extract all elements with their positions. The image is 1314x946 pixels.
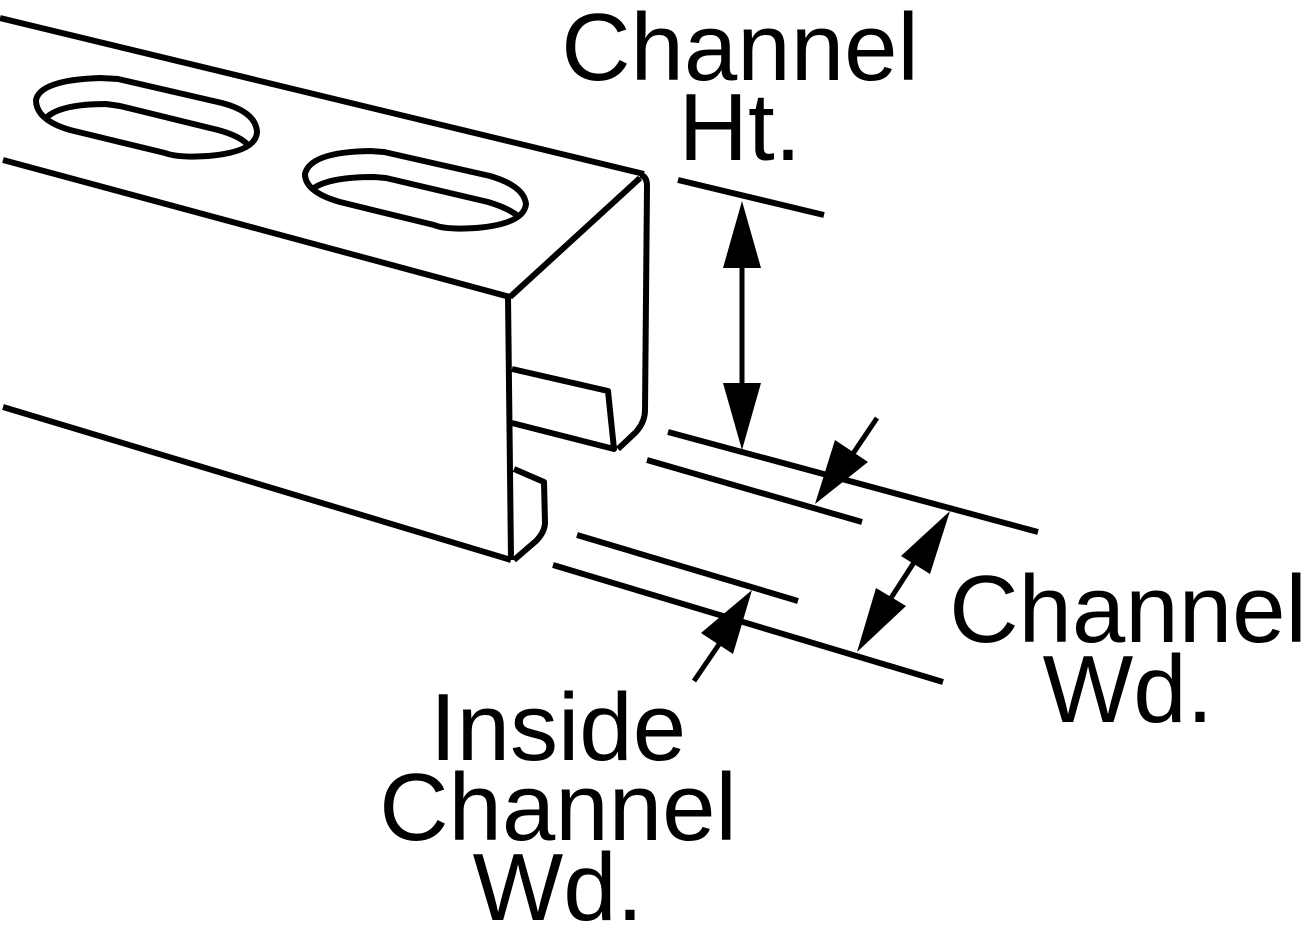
inside-channel-width-label-line1: Inside [429,674,687,781]
channel-height-dimension [667,177,1039,535]
width-arrow-upper-icon [901,511,950,574]
channel-upper-lip [511,366,617,452]
channel-height-label: Channel Ht. [540,0,940,181]
channel-width-dimension [552,511,950,685]
channel-width-label: Channel Wd. [938,556,1314,743]
channel-width-label-line1: Channel [949,556,1307,663]
upper-wall-arrow-icon [815,440,868,504]
inside-channel-width-label-line3: Wd. [472,834,644,941]
channel-bottom-edge [2,404,512,563]
width-extension-bottom [552,562,944,685]
inside-channel-width-label-line2: Channel [379,754,737,861]
channel-top-front-edge [2,157,511,300]
inside-width-arrow-icon [701,590,752,654]
channel-slots [33,75,529,232]
inside-channel-width-label: Inside Channel Wd. [358,674,758,941]
height-extension-top [677,177,825,218]
upper-wall-inner-line [646,457,863,525]
slot-1-inner [43,101,251,148]
height-arrow-up-icon [723,201,761,268]
channel-lower-lip [512,466,548,563]
upper-wall-leader [847,416,880,460]
channel-top-back-edge [0,15,645,177]
upper-wall-thickness-dimension [646,416,880,525]
slot-2-inner [312,174,520,219]
slot-2 [302,148,529,232]
channel-body [0,15,650,563]
slot-1-outer [33,75,260,160]
channel-front-vertical-edge [505,295,514,561]
channel-width-label-line2: Wd. [1042,636,1214,743]
channel-height-label-line1: Channel [561,0,919,101]
slot-2-outer [302,148,529,232]
inside-width-inner-line [576,532,799,604]
height-extension-bottom [667,429,1039,535]
channel-end-top-edge [507,175,643,300]
slot-1 [33,75,260,160]
channel-height-label-line2: Ht. [678,74,802,181]
width-arrow-lower-icon [857,588,906,652]
inside-width-dimension [576,532,799,683]
channel-rear-lip [615,172,650,452]
inside-width-leader [691,638,725,683]
height-arrow-down-icon [723,383,761,450]
